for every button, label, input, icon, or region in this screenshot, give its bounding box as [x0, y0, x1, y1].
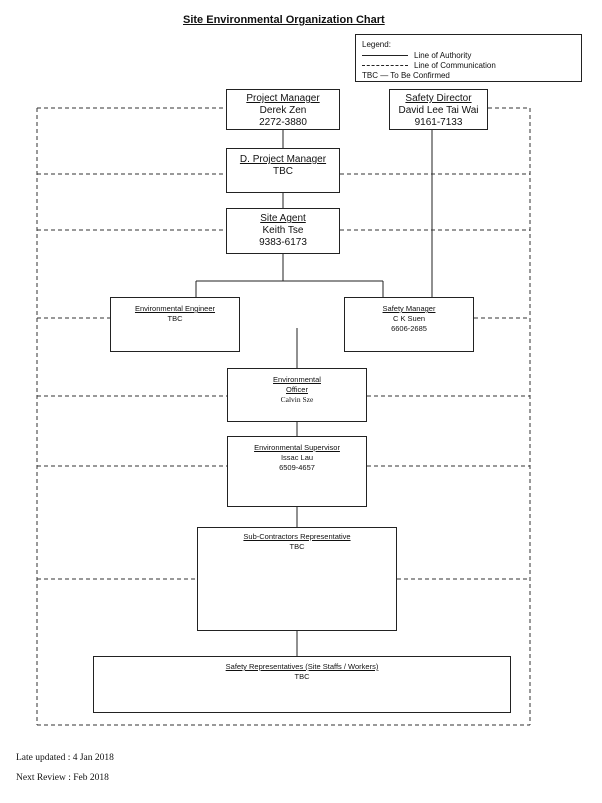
node-safety-representatives: Safety Representatives (Site Staffs / Wo…	[93, 656, 511, 713]
env-engineer-role: Environmental Engineer	[134, 304, 216, 313]
legend-authority-label: Line of Authority	[414, 51, 472, 60]
site-agent-phone: 9383-6173	[259, 237, 307, 248]
legend-tbc-label: TBC — To Be Confirmed	[362, 71, 450, 80]
project-manager-name: Derek Zen	[259, 105, 307, 116]
safety-director-role: Safety Director	[405, 93, 472, 104]
node-environmental-engineer: Environmental Engineer TBC	[110, 297, 240, 352]
env-supervisor-role: Environmental Supervisor	[254, 443, 340, 452]
safety-director-phone: 9161-7133	[414, 117, 463, 128]
deputy-pm-name: TBC	[273, 166, 293, 177]
safety-manager-name: C K Suen	[392, 314, 426, 323]
env-officer-name: Calvin Sze	[280, 395, 314, 404]
footer-next-review: Next Review : Feb 2018	[16, 773, 109, 783]
node-site-agent: Site Agent Keith Tse 9383-6173	[226, 208, 340, 254]
safety-director-name: David Lee Tai Wai	[398, 105, 479, 116]
legend-row-tbc: TBC — To Be Confirmed	[362, 71, 450, 80]
legend-row-communication: Line of Communication	[362, 61, 496, 70]
site-agent-role: Site Agent	[260, 213, 306, 224]
legend-communication-label: Line of Communication	[414, 61, 496, 70]
solid-line-symbol	[362, 55, 408, 57]
legend-box: Legend: Line of Authority Line of Commun…	[355, 34, 582, 82]
safety-reps-role: Safety Representatives (Site Staffs / Wo…	[225, 662, 379, 671]
env-officer-role-line1: Environmental	[273, 375, 321, 384]
safety-manager-role: Safety Manager	[382, 304, 436, 313]
env-officer-role-line2: Officer	[286, 385, 308, 394]
project-manager-role: Project Manager	[246, 93, 320, 104]
chart-title: Site Environmental Organization Chart	[183, 14, 385, 26]
legend-row-authority: Line of Authority	[362, 51, 471, 60]
subcontractors-name: TBC	[289, 542, 305, 551]
env-supervisor-phone: 6509-4657	[279, 463, 315, 472]
node-environmental-supervisor: Environmental Supervisor Issac Lau 6509-…	[227, 436, 367, 507]
dashed-line-symbol	[362, 65, 408, 67]
deputy-pm-role: D. Project Manager	[239, 154, 327, 165]
site-agent-name: Keith Tse	[262, 225, 304, 236]
env-engineer-name: TBC	[167, 314, 183, 323]
legend-heading: Legend:	[362, 40, 391, 49]
project-manager-phone: 2272-3880	[259, 117, 307, 128]
node-subcontractors-representative: Sub-Contractors Representative TBC	[197, 527, 397, 631]
safety-manager-phone: 6606-2685	[391, 324, 427, 333]
subcontractors-role: Sub-Contractors Representative	[243, 532, 351, 541]
footer-last-updated: Late updated : 4 Jan 2018	[16, 753, 114, 763]
node-safety-director: Safety Director David Lee Tai Wai 9161-7…	[389, 89, 488, 130]
env-supervisor-name: Issac Lau	[280, 453, 314, 462]
node-project-manager: Project Manager Derek Zen 2272-3880	[226, 89, 340, 130]
node-deputy-project-manager: D. Project Manager TBC	[226, 148, 340, 193]
node-safety-manager: Safety Manager C K Suen 6606-2685	[344, 297, 474, 352]
node-environmental-officer: Environmental Officer Calvin Sze	[227, 368, 367, 422]
safety-reps-name: TBC	[294, 672, 310, 681]
